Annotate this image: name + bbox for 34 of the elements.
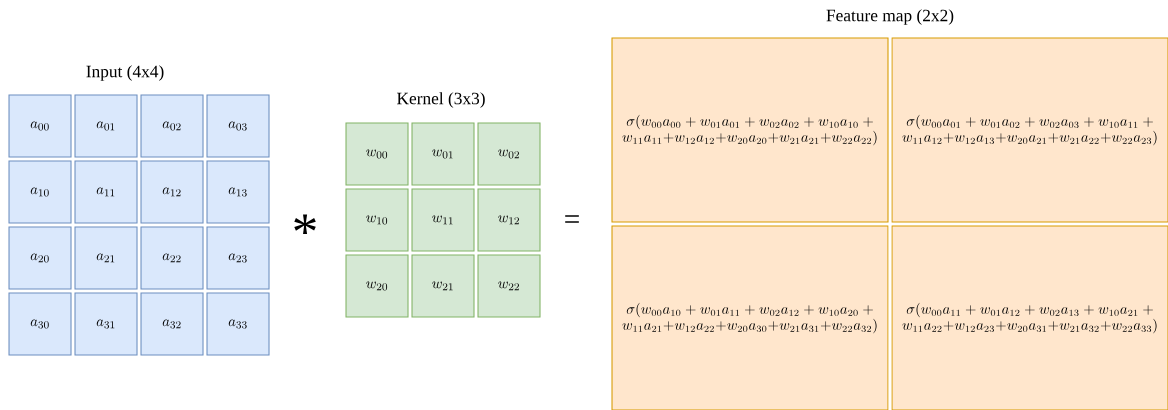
kernel-cell: $w_{22}$	[477, 254, 541, 318]
kernel-cell: $w_{02}$	[477, 122, 541, 186]
kernel-cell: $w_{00}$	[345, 122, 409, 186]
input-cell: $a_{22}$	[140, 226, 204, 290]
grid-title: Input (4x4)	[86, 65, 164, 81]
kernel-cell: $w_{10}$	[345, 188, 409, 252]
kernel-cell: $w_{21}$	[411, 254, 475, 318]
input-cell: $a_{12}$	[140, 160, 204, 224]
input-cell: $a_{03}$	[206, 94, 270, 158]
input-cell: $a_{20}$	[8, 226, 72, 290]
kernel-cell: $w_{01}$	[411, 122, 475, 186]
input-cell: $a_{11}$	[74, 160, 138, 224]
grid-title: Kernel (3x3)	[397, 92, 485, 108]
operator-symbol: *	[294, 214, 316, 235]
input-cell: $a_{31}$	[74, 292, 138, 356]
operator-symbol: =	[565, 215, 579, 223]
feature-map-cell: $\sigma(w_{00}a_{10} + w_{01}a_{11} + w_{02}a_{12} + w_{10}a_{20} + w_{11}a_{21} + w_{12}a_{22} + w_{20}a_{30} + w_{21}a_{31} + w_{22}a_{32})$	[611, 225, 889, 410]
input-cell: $a_{21}$	[74, 226, 138, 290]
input-cell: $a_{10}$	[8, 160, 72, 224]
kernel-cell: $w_{11}$	[411, 188, 475, 252]
feature-map-cell: $\sigma(w_{00}a_{11} + w_{01}a_{12} + w_{02}a_{13} + w_{10}a_{21} + w_{11}a_{22} + w_{12}a_{23} + w_{20}a_{31} + w_{21}a_{32} + w_{22}a_{33})$	[891, 225, 1168, 410]
input-cell: $a_{30}$	[8, 292, 72, 356]
input-cell: $a_{32}$	[140, 292, 204, 356]
kernel-cell: $w_{20}$	[345, 254, 409, 318]
grid-title: Feature map (2x2)	[826, 9, 954, 25]
feature-map-cell: $\sigma(w_{00}a_{00} + w_{01}a_{01} + w_{02}a_{02} + w_{10}a_{10} + w_{11}a_{11} + w_{12}a_{12} + w_{20}a_{20} + w_{21}a_{21} + w_{22}a_{22})$	[611, 37, 889, 223]
input-cell: $a_{23}$	[206, 226, 270, 290]
input-cell: $a_{02}$	[140, 94, 204, 158]
input-cell: $a_{13}$	[206, 160, 270, 224]
input-cell: $a_{00}$	[8, 94, 72, 158]
kernel-cell: $w_{12}$	[477, 188, 541, 252]
input-cell: $a_{33}$	[206, 292, 270, 356]
feature-map-cell: $\sigma(w_{00}a_{01} + w_{01}a_{02} + w_{02}a_{03} + w_{10}a_{11} + w_{11}a_{12} + w_{12}a_{13} + w_{20}a_{21} + w_{21}a_{22} + w_{22}a_{23})$	[891, 37, 1168, 223]
input-cell: $a_{01}$	[74, 94, 138, 158]
